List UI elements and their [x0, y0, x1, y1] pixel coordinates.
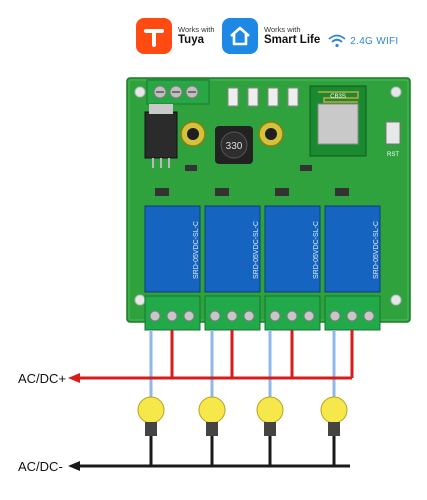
relay-1: SRD-05VDC-SL-C	[144, 205, 201, 293]
status-led	[287, 87, 299, 107]
tuya-logo-icon	[136, 18, 172, 54]
reset-button	[385, 121, 401, 145]
tuya-name-text: Tuya	[178, 33, 204, 46]
bulb-1	[137, 396, 165, 436]
relay-3-model: SRD-05VDC-SL-C	[313, 221, 320, 279]
wifi-label: 2.4G WIFI	[350, 35, 399, 47]
relay-4: SRD-05VDC-SL-C	[324, 205, 381, 293]
bulb-4	[320, 396, 348, 436]
tuya-works-with-text: Works with	[178, 25, 215, 35]
relay-4-model: SRD-05VDC-SL-C	[373, 221, 380, 279]
status-led	[247, 87, 259, 107]
voltage-regulator	[144, 111, 178, 159]
tuya-badge: Works with Tuya	[136, 18, 215, 54]
status-led	[227, 87, 239, 107]
lamp-wires	[149, 330, 336, 398]
relay-2: SRD-05VDC-SL-C	[204, 205, 261, 293]
smart-life-works-with-text: Works with	[264, 25, 301, 35]
relay-1-model: SRD-05VDC-SL-C	[193, 221, 200, 279]
relay-3: SRD-05VDC-SL-C	[264, 205, 321, 293]
reset-label: RST	[387, 152, 399, 158]
smart-life-home-icon	[222, 18, 258, 54]
smart-life-badge: Works with Smart Life 2.4G WIFI	[222, 18, 399, 54]
relay-2-model: SRD-05VDC-SL-C	[253, 221, 260, 279]
bulb-2	[198, 396, 226, 436]
inductor-label: 330	[226, 141, 243, 152]
negative-label: AC/DC-	[18, 459, 63, 474]
light-bulbs	[137, 396, 348, 436]
wifi-icon	[328, 34, 346, 48]
bulb-3	[256, 396, 284, 436]
positive-label: AC/DC+	[18, 371, 67, 386]
positive-wire	[80, 330, 354, 380]
smart-life-name-text: Smart Life	[264, 33, 321, 46]
module-label: CB3S	[330, 94, 346, 100]
output-terminals	[144, 295, 381, 331]
negative-wire	[80, 436, 350, 468]
status-led	[267, 87, 279, 107]
